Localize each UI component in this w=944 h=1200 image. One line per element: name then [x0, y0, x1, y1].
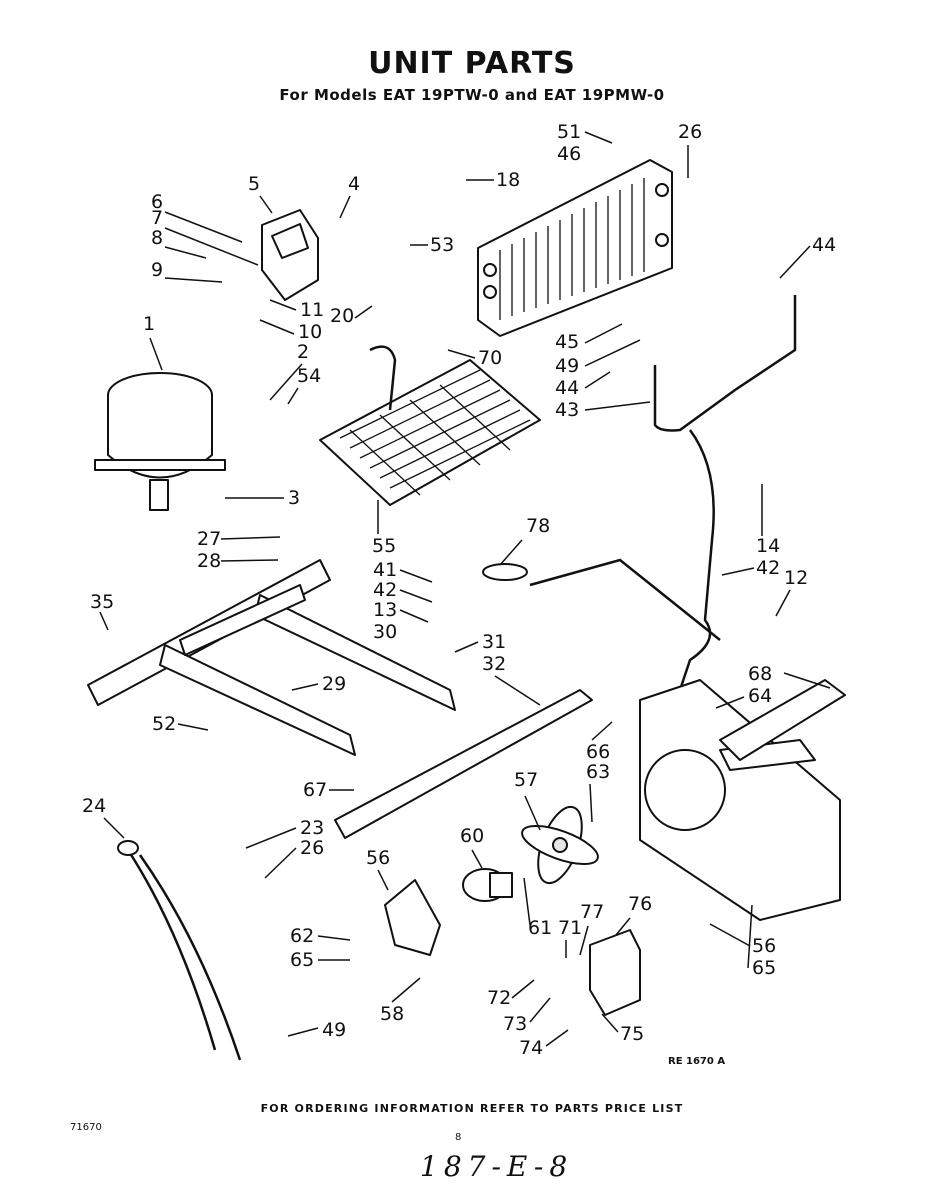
- callout-77: 77: [580, 901, 604, 923]
- handwritten-note: 187-E-8: [420, 1150, 574, 1183]
- callout-24: 24: [82, 795, 106, 817]
- callout-56: 56: [366, 847, 390, 869]
- callout-37: 43: [555, 399, 579, 421]
- callout-44: 44: [555, 377, 579, 399]
- callout-54: 55: [372, 535, 396, 557]
- motor-bracket: [384, 879, 441, 956]
- callout-4: 4: [348, 173, 360, 195]
- callout-61: 61: [528, 917, 552, 939]
- fan-shroud: [639, 679, 841, 921]
- callout-73: 73: [503, 1013, 527, 1035]
- callout-65b: 65: [752, 957, 776, 979]
- support-rail: [334, 689, 593, 839]
- callout-55: 56: [752, 935, 776, 957]
- callout-11: 11: [300, 299, 324, 321]
- callout-2: 2: [297, 341, 309, 363]
- callout-10: 10: [298, 321, 322, 343]
- callout-9: 9: [151, 259, 163, 281]
- condenser-coil: [477, 159, 673, 337]
- callout-63: 63: [586, 761, 610, 783]
- callout-26: 26: [678, 121, 702, 143]
- drier-line: [529, 558, 721, 641]
- page-title: UNIT PARTS: [368, 46, 576, 81]
- callout-57: 57: [514, 769, 538, 791]
- callout-74: 75: [620, 1023, 644, 1045]
- callout-5: 5: [248, 173, 260, 195]
- callout-60: 60: [460, 825, 484, 847]
- callout-46: 46: [557, 143, 581, 165]
- filter-drier: [482, 563, 528, 581]
- callout-8: 8: [151, 227, 163, 249]
- callout-26b: 26: [300, 837, 324, 859]
- callout-50: 51: [557, 121, 581, 143]
- leader-lines: [99, 131, 831, 1047]
- relay-box: [589, 929, 641, 1016]
- capillary-tube: [653, 295, 797, 432]
- callout-23: 23: [300, 817, 324, 839]
- callout-64: 64: [748, 685, 772, 707]
- callout-14: 14: [756, 535, 780, 557]
- power-cord-plug: [117, 840, 139, 856]
- callout-18: 18: [496, 169, 520, 191]
- document-number: 71670: [70, 1122, 102, 1133]
- callout-75: 74: [519, 1037, 543, 1059]
- fan-motor: [462, 868, 513, 902]
- callout-53: 54: [297, 365, 321, 387]
- callout-20: 20: [330, 305, 354, 327]
- callout-32: 32: [482, 653, 506, 675]
- callout-58: 58: [380, 1003, 404, 1025]
- drain-pan: [719, 679, 846, 761]
- callout-68: 68: [748, 663, 772, 685]
- callout-49: 49: [322, 1019, 346, 1041]
- ordering-note: FOR ORDERING INFORMATION REFER TO PARTS …: [260, 1102, 684, 1115]
- power-cord: [126, 849, 217, 1051]
- page-subtitle: For Models EAT 19PTW-0 and EAT 19PMW-0: [279, 86, 665, 104]
- callout-12: 12: [784, 567, 808, 589]
- callout-66: 66: [586, 741, 610, 763]
- compressor: [94, 372, 226, 511]
- callout-30: 30: [373, 621, 397, 643]
- compressor-mounting-frame: [87, 559, 456, 756]
- callout-1: 1: [143, 313, 155, 335]
- callout-3: 3: [288, 487, 300, 509]
- callout-71: 71: [558, 917, 582, 939]
- callout-39: 44: [812, 234, 836, 256]
- power-cord-lead: [138, 854, 242, 1061]
- callout-27: 27: [197, 528, 221, 550]
- callout-13: 13: [373, 599, 397, 621]
- callout-51: 52: [152, 713, 176, 735]
- callout-35: 35: [90, 591, 114, 613]
- callout-6: 6: [151, 191, 163, 213]
- callout-31: 31: [482, 631, 506, 653]
- callout-45: 49: [555, 355, 579, 377]
- page-number: 8: [455, 1132, 462, 1143]
- callout-78: 78: [526, 515, 550, 537]
- callout-labels: 51 26 46 18 5 4 6 7 8 53 44 9 11 20 1 10…: [82, 121, 836, 1059]
- evaporator: [319, 345, 541, 506]
- callout-28: 28: [197, 550, 221, 572]
- callout-52: 53: [430, 234, 454, 256]
- callout-67: 67: [303, 779, 327, 801]
- callout-72: 72: [487, 987, 511, 1009]
- callout-76: 76: [628, 893, 652, 915]
- callout-65: 65: [290, 949, 314, 971]
- fan-blade: [521, 805, 599, 885]
- callout-29: 29: [322, 673, 346, 695]
- callout-42: 42: [373, 579, 397, 601]
- relay-cover: [261, 209, 319, 301]
- callout-43: 45: [555, 331, 579, 353]
- callout-36: 42: [756, 557, 780, 579]
- callout-70: 70: [478, 347, 502, 369]
- drawing-reference: RE 1670 A: [668, 1056, 726, 1067]
- callout-7: 7: [151, 207, 163, 229]
- callout-62: 62: [290, 925, 314, 947]
- suction-line: [678, 429, 715, 691]
- callout-41: 41: [373, 559, 397, 581]
